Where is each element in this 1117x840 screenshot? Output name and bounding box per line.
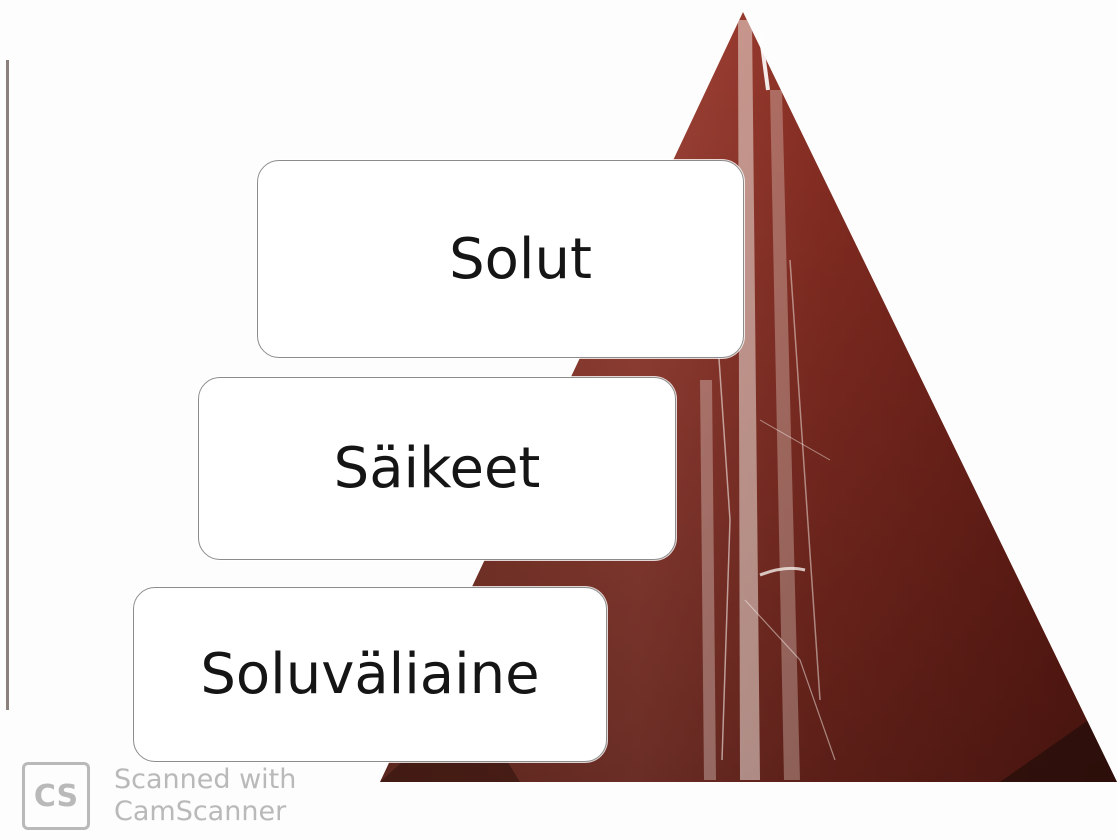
level-box-middle: Säikeet <box>198 377 676 560</box>
camscanner-watermark: CS Scanned with CamScanner <box>22 762 296 830</box>
level-label-saikeet: Säikeet <box>334 436 541 501</box>
camscanner-line1: Scanned with <box>114 764 296 796</box>
camscanner-logo-text: CS <box>34 779 78 814</box>
level-box-bottom: Soluväliaine <box>133 587 607 762</box>
camscanner-logo: CS <box>22 762 90 830</box>
level-label-soluvaliaine: Soluväliaine <box>200 642 539 707</box>
level-label-solut: Solut <box>409 227 592 292</box>
camscanner-caption: Scanned with CamScanner <box>114 764 296 828</box>
level-box-top: Solut <box>257 160 744 358</box>
camscanner-line2: CamScanner <box>114 796 296 828</box>
